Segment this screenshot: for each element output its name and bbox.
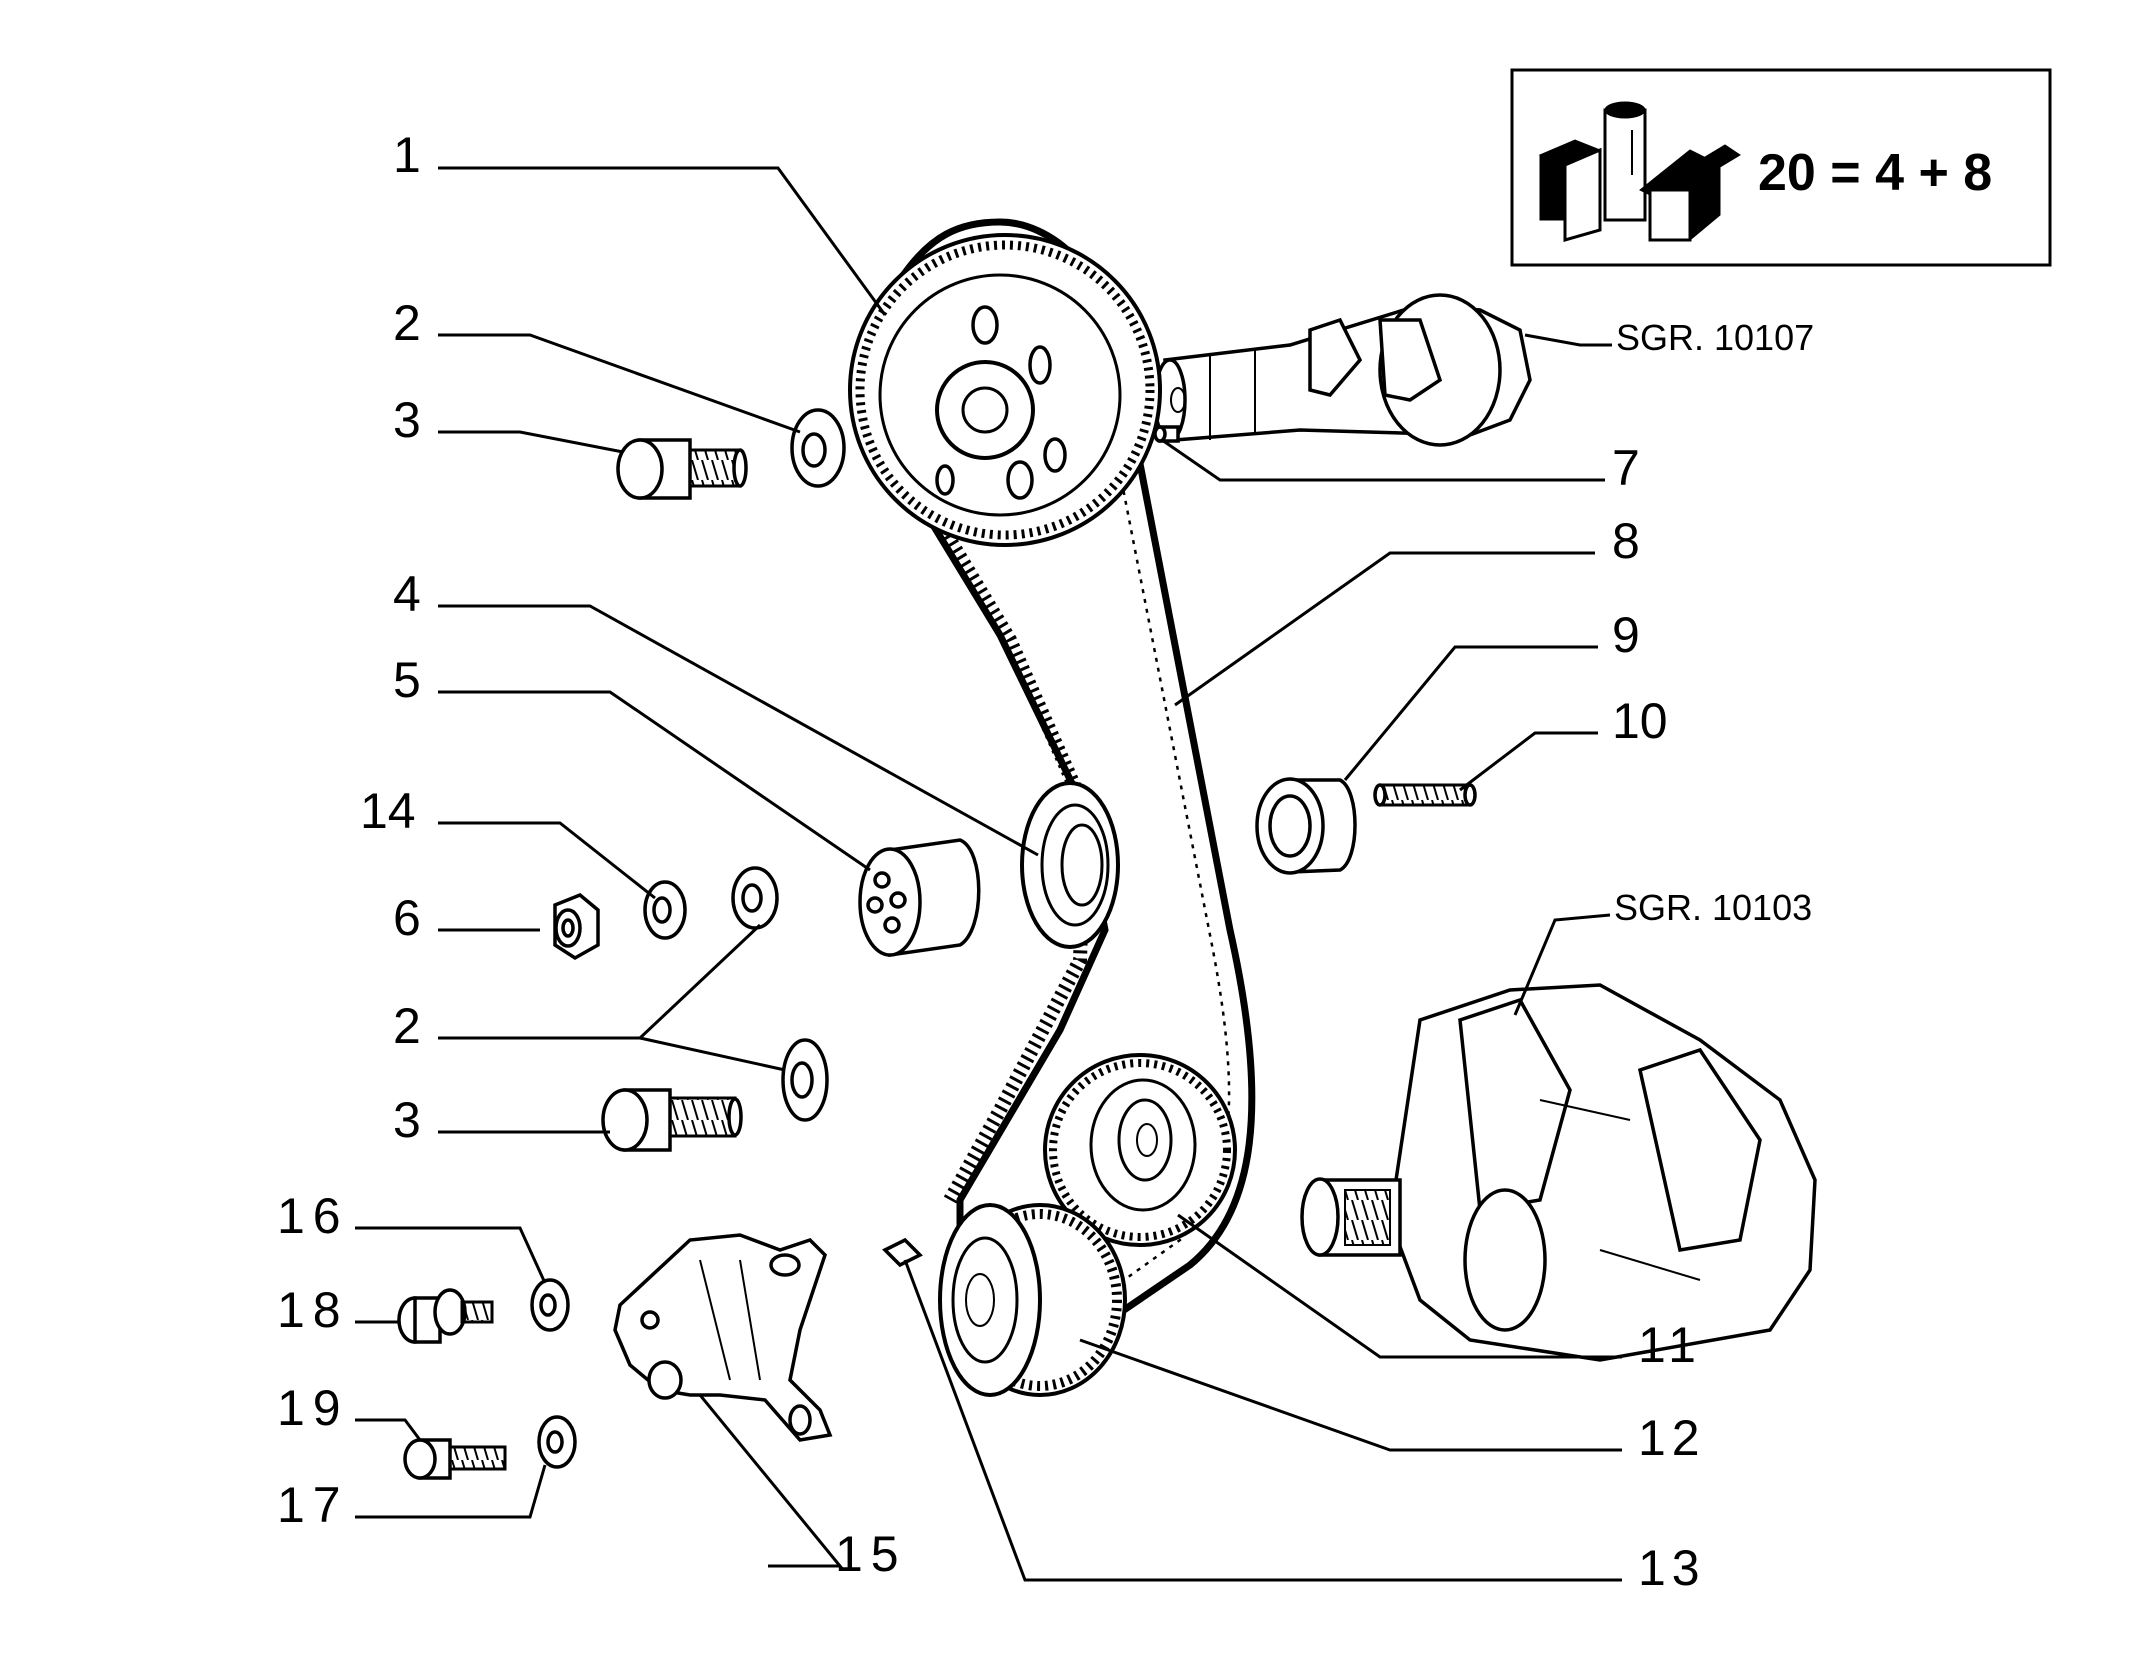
idler-spacer-9 [1255, 777, 1357, 875]
kit-box-frame [1510, 68, 2052, 267]
callout-14: 14 [360, 783, 416, 839]
callout-16: 16 [277, 1188, 349, 1244]
washer-2-upper [790, 408, 846, 488]
callout-8: 8 [1612, 513, 1640, 569]
reference-label-camshaft: SGR. 10107 [1616, 317, 1814, 358]
callout-7: 7 [1612, 440, 1640, 496]
callout-3-lower: 3 [393, 1092, 421, 1148]
callout-9: 9 [1612, 607, 1640, 663]
callout-numbers: 1 2 3 4 5 14 6 2 3 16 18 19 17 15 7 8 9 … [277, 127, 1706, 1596]
callout-2-lower: 2 [393, 998, 421, 1054]
auxiliary-shaft-pulley [1043, 1053, 1237, 1247]
callout-1: 1 [393, 127, 421, 183]
washer-2-middle [731, 866, 779, 930]
callout-3-upper: 3 [393, 392, 421, 448]
washer-17 [537, 1415, 577, 1469]
crankshaft-reference-part [1300, 983, 1817, 1362]
washer-14 [643, 880, 687, 940]
callout-5: 5 [393, 652, 421, 708]
washer-16 [530, 1278, 570, 1332]
leader-lines [355, 166, 1622, 1582]
callout-12: 12 [1638, 1410, 1706, 1466]
bolt-3-upper [616, 438, 748, 500]
washer-2-lower [781, 1038, 829, 1122]
callout-6: 6 [393, 890, 421, 946]
kit-formula: 20 = 4 + 8 [1758, 144, 1992, 202]
bolt-18 [397, 1288, 494, 1344]
callout-13: 13 [1638, 1540, 1706, 1596]
callout-11: 11 [1638, 1317, 1702, 1373]
tensioner-roller [1020, 781, 1120, 949]
stud-10 [1373, 783, 1477, 807]
callout-15: 15 [835, 1526, 907, 1582]
bolt-3-lower [601, 1088, 743, 1152]
dowel-pin-7 [1153, 425, 1180, 443]
callout-18: 18 [277, 1282, 349, 1338]
callout-2-upper: 2 [393, 295, 421, 351]
callout-19: 19 [277, 1380, 349, 1436]
nut-6 [553, 892, 600, 961]
camshaft-reference-part [1153, 293, 1532, 447]
tensioner-bracket-15 [613, 1233, 833, 1442]
kit-packages-icon [1538, 101, 1741, 242]
camshaft-pulley [848, 233, 1162, 547]
crankshaft-pulley [938, 1203, 1127, 1397]
callout-17: 17 [277, 1477, 349, 1533]
bolt-19 [403, 1438, 507, 1480]
callout-10: 10 [1612, 693, 1668, 749]
kit-box: 20 = 4 + 8 [1510, 68, 2052, 267]
reference-label-crankshaft: SGR. 10103 [1614, 887, 1812, 928]
callout-4: 4 [393, 566, 421, 622]
woodruff-key-13 [882, 1237, 923, 1268]
eccentric-bush-5 [858, 838, 981, 958]
